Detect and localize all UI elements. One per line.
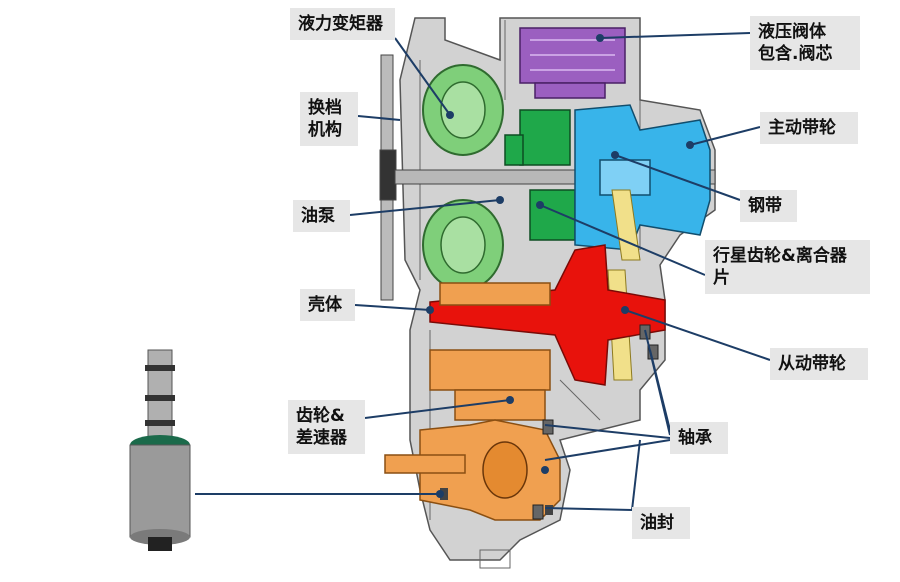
label-housing: 壳体 (300, 289, 355, 321)
drive-pulley-part (574, 104, 711, 251)
label-bearing: 轴承 (670, 422, 728, 454)
torque-converter-part (422, 64, 504, 291)
flexplate (379, 54, 397, 301)
solenoid-valve-photo (129, 349, 191, 551)
leader-lines (195, 32, 771, 511)
label-gear-differential: 齿轮& 差速器 (288, 400, 365, 454)
differential-center (482, 441, 528, 499)
label-hydraulic-valve-body: 液压阀体 包含.阀芯 (750, 16, 860, 70)
label-shift-mechanism: 换档 机构 (300, 92, 358, 146)
label-oil-pump: 油泵 (293, 200, 350, 232)
label-drive-pulley: 主动带轮 (760, 112, 858, 144)
label-steel-belt: 钢带 (740, 190, 797, 222)
planetary-clutch-part (504, 109, 576, 241)
leader-dots (426, 34, 694, 498)
label-planetary-clutch: 行星齿轮&离合器 片 (705, 240, 870, 294)
label-oil-seal: 油封 (632, 507, 690, 539)
label-driven-pulley: 从动带轮 (770, 348, 868, 380)
driven-pulley-part (429, 244, 666, 386)
label-torque-converter: 液力变矩器 (290, 8, 395, 40)
